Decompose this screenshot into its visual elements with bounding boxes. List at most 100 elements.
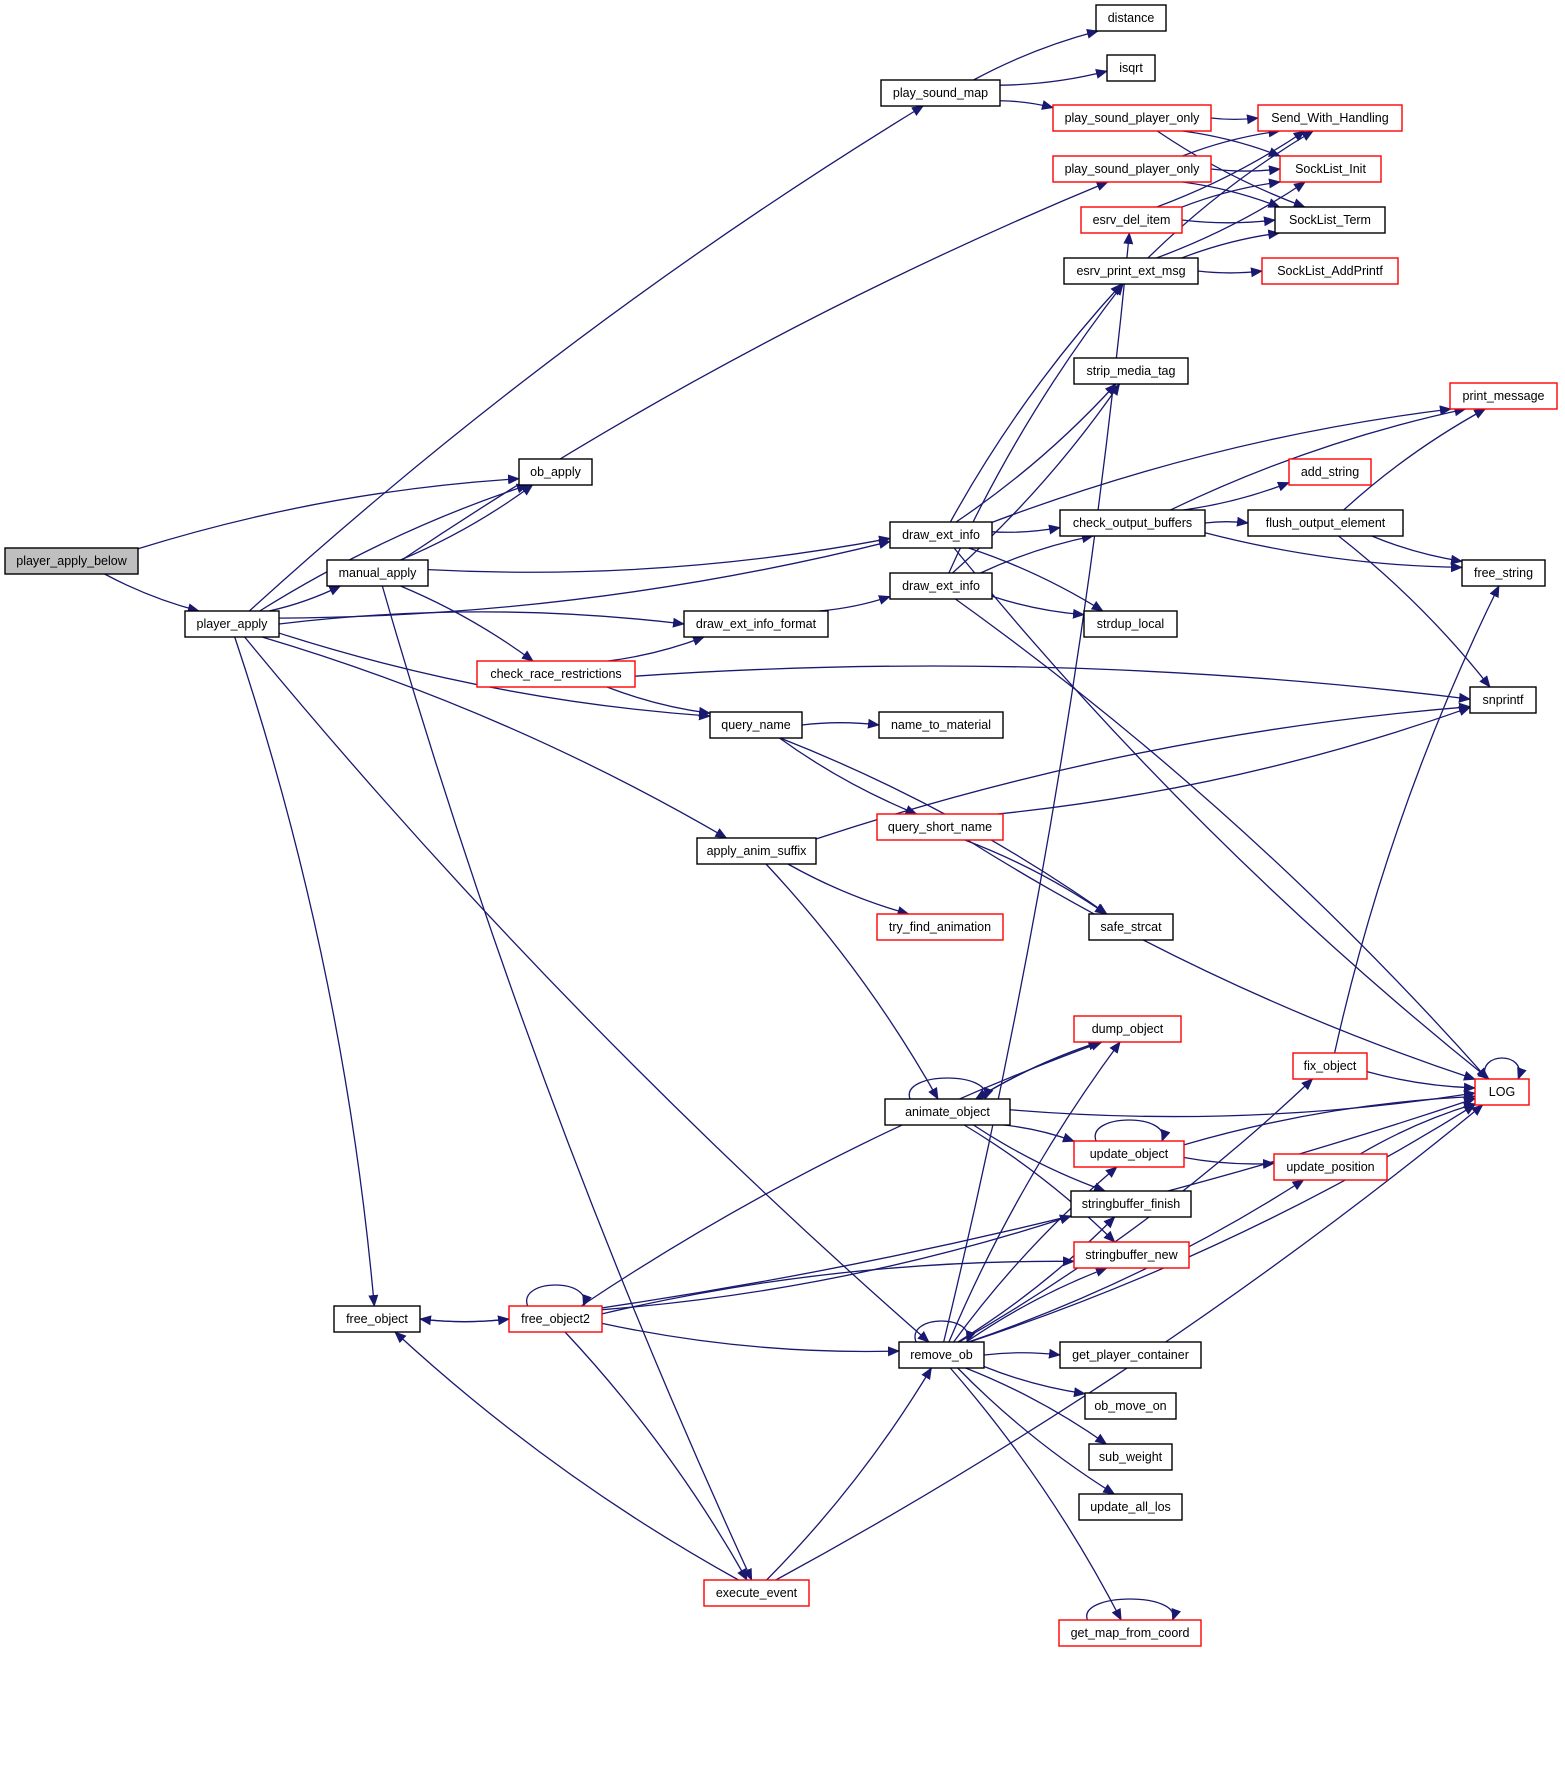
node-draw_ext_info_format[interactable]: draw_ext_info_format bbox=[683, 610, 829, 638]
node-free_string[interactable]: free_string bbox=[1461, 559, 1546, 587]
node-sub_weight[interactable]: sub_weight bbox=[1088, 1443, 1173, 1471]
node-dump_object[interactable]: dump_object bbox=[1073, 1015, 1182, 1043]
node-check_output_buffers[interactable]: check_output_buffers bbox=[1059, 509, 1206, 537]
node-box[interactable] bbox=[1288, 458, 1372, 486]
node-name_to_material[interactable]: name_to_material bbox=[878, 711, 1004, 739]
node-box[interactable] bbox=[709, 711, 803, 739]
node-draw_ext_info_2[interactable]: draw_ext_info bbox=[889, 572, 993, 600]
node-safe_strcat[interactable]: safe_strcat bbox=[1088, 913, 1174, 941]
node-isqrt[interactable]: isqrt bbox=[1106, 54, 1156, 82]
node-LOG[interactable]: LOG bbox=[1474, 1078, 1530, 1106]
node-SockList_Init[interactable]: SockList_Init bbox=[1279, 155, 1382, 183]
node-box[interactable] bbox=[508, 1305, 603, 1333]
node-box[interactable] bbox=[1474, 1078, 1530, 1106]
node-strdup_local[interactable]: strdup_local bbox=[1083, 610, 1178, 638]
node-free_object[interactable]: free_object bbox=[333, 1305, 421, 1333]
node-box[interactable] bbox=[1247, 509, 1404, 537]
node-box[interactable] bbox=[703, 1579, 810, 1607]
node-esrv_del_item[interactable]: esrv_del_item bbox=[1080, 206, 1183, 234]
node-box[interactable] bbox=[1059, 509, 1206, 537]
node-ob_move_on[interactable]: ob_move_on bbox=[1084, 1392, 1177, 1420]
node-query_name[interactable]: query_name bbox=[709, 711, 803, 739]
node-box[interactable] bbox=[880, 79, 1001, 107]
node-player_apply_below[interactable]: player_apply_below bbox=[4, 547, 139, 575]
node-box[interactable] bbox=[1106, 54, 1156, 82]
node-snprintf[interactable]: snprintf bbox=[1469, 686, 1537, 714]
node-box[interactable] bbox=[1469, 686, 1537, 714]
node-box[interactable] bbox=[876, 813, 1004, 841]
node-try_find_animation[interactable]: try_find_animation bbox=[876, 913, 1004, 941]
node-box[interactable] bbox=[884, 1098, 1011, 1126]
node-box[interactable] bbox=[1080, 206, 1183, 234]
node-SockList_AddPrintf[interactable]: SockList_AddPrintf bbox=[1261, 257, 1399, 285]
node-box[interactable] bbox=[1257, 104, 1403, 132]
node-box[interactable] bbox=[1095, 4, 1167, 32]
node-box[interactable] bbox=[4, 547, 139, 575]
node-box[interactable] bbox=[1261, 257, 1399, 285]
node-box[interactable] bbox=[1073, 1241, 1190, 1269]
node-box[interactable] bbox=[1449, 382, 1558, 410]
node-box[interactable] bbox=[1292, 1052, 1368, 1080]
node-box[interactable] bbox=[1083, 610, 1178, 638]
node-apply_anim_suffix[interactable]: apply_anim_suffix bbox=[696, 837, 817, 865]
node-update_position[interactable]: update_position bbox=[1273, 1153, 1388, 1181]
node-animate_object[interactable]: animate_object bbox=[884, 1098, 1011, 1126]
node-box[interactable] bbox=[1058, 1619, 1202, 1647]
node-box[interactable] bbox=[184, 610, 280, 638]
node-box[interactable] bbox=[1073, 357, 1189, 385]
node-query_short_name[interactable]: query_short_name bbox=[876, 813, 1004, 841]
node-Send_With_Handling[interactable]: Send_With_Handling bbox=[1257, 104, 1403, 132]
node-remove_ob[interactable]: remove_ob bbox=[898, 1341, 985, 1369]
node-box[interactable] bbox=[333, 1305, 421, 1333]
node-box[interactable] bbox=[1274, 206, 1386, 234]
node-box[interactable] bbox=[1088, 1443, 1173, 1471]
node-box[interactable] bbox=[1078, 1493, 1183, 1521]
node-esrv_print_ext_msg[interactable]: esrv_print_ext_msg bbox=[1063, 257, 1199, 285]
node-play_sound_player_only_2[interactable]: play_sound_player_only bbox=[1052, 155, 1212, 183]
node-box[interactable] bbox=[889, 521, 993, 549]
node-free_object2[interactable]: free_object2 bbox=[508, 1305, 603, 1333]
node-box[interactable] bbox=[1279, 155, 1382, 183]
node-box[interactable] bbox=[878, 711, 1004, 739]
node-box[interactable] bbox=[1273, 1153, 1388, 1181]
node-execute_event[interactable]: execute_event bbox=[703, 1579, 810, 1607]
node-get_map_from_coord[interactable]: get_map_from_coord bbox=[1058, 1619, 1202, 1647]
node-strip_media_tag[interactable]: strip_media_tag bbox=[1073, 357, 1189, 385]
node-flush_output_element[interactable]: flush_output_element bbox=[1247, 509, 1404, 537]
node-SockList_Term[interactable]: SockList_Term bbox=[1274, 206, 1386, 234]
node-box[interactable] bbox=[683, 610, 829, 638]
node-box[interactable] bbox=[1084, 1392, 1177, 1420]
node-box[interactable] bbox=[898, 1341, 985, 1369]
node-update_all_los[interactable]: update_all_los bbox=[1078, 1493, 1183, 1521]
node-fix_object[interactable]: fix_object bbox=[1292, 1052, 1368, 1080]
node-play_sound_player_only_1[interactable]: play_sound_player_only bbox=[1052, 104, 1212, 132]
node-box[interactable] bbox=[1052, 155, 1212, 183]
node-box[interactable] bbox=[476, 660, 636, 688]
node-box[interactable] bbox=[1070, 1190, 1192, 1218]
node-box[interactable] bbox=[1059, 1341, 1202, 1369]
node-stringbuffer_new[interactable]: stringbuffer_new bbox=[1073, 1241, 1190, 1269]
node-box[interactable] bbox=[1073, 1015, 1182, 1043]
node-distance[interactable]: distance bbox=[1095, 4, 1167, 32]
node-box[interactable] bbox=[1088, 913, 1174, 941]
node-box[interactable] bbox=[1461, 559, 1546, 587]
node-print_message[interactable]: print_message bbox=[1449, 382, 1558, 410]
node-manual_apply[interactable]: manual_apply bbox=[326, 559, 429, 587]
node-draw_ext_info_1[interactable]: draw_ext_info bbox=[889, 521, 993, 549]
node-box[interactable] bbox=[696, 837, 817, 865]
node-player_apply[interactable]: player_apply bbox=[184, 610, 280, 638]
node-box[interactable] bbox=[518, 458, 593, 486]
node-update_object[interactable]: update_object bbox=[1073, 1140, 1185, 1168]
node-play_sound_map[interactable]: play_sound_map bbox=[880, 79, 1001, 107]
node-box[interactable] bbox=[889, 572, 993, 600]
node-get_player_container[interactable]: get_player_container bbox=[1059, 1341, 1202, 1369]
node-ob_apply[interactable]: ob_apply bbox=[518, 458, 593, 486]
node-box[interactable] bbox=[876, 913, 1004, 941]
node-stringbuffer_finish[interactable]: stringbuffer_finish bbox=[1070, 1190, 1192, 1218]
node-box[interactable] bbox=[1063, 257, 1199, 285]
node-add_string[interactable]: add_string bbox=[1288, 458, 1372, 486]
node-check_race_restrictions[interactable]: check_race_restrictions bbox=[476, 660, 636, 688]
node-box[interactable] bbox=[326, 559, 429, 587]
node-box[interactable] bbox=[1052, 104, 1212, 132]
node-box[interactable] bbox=[1073, 1140, 1185, 1168]
